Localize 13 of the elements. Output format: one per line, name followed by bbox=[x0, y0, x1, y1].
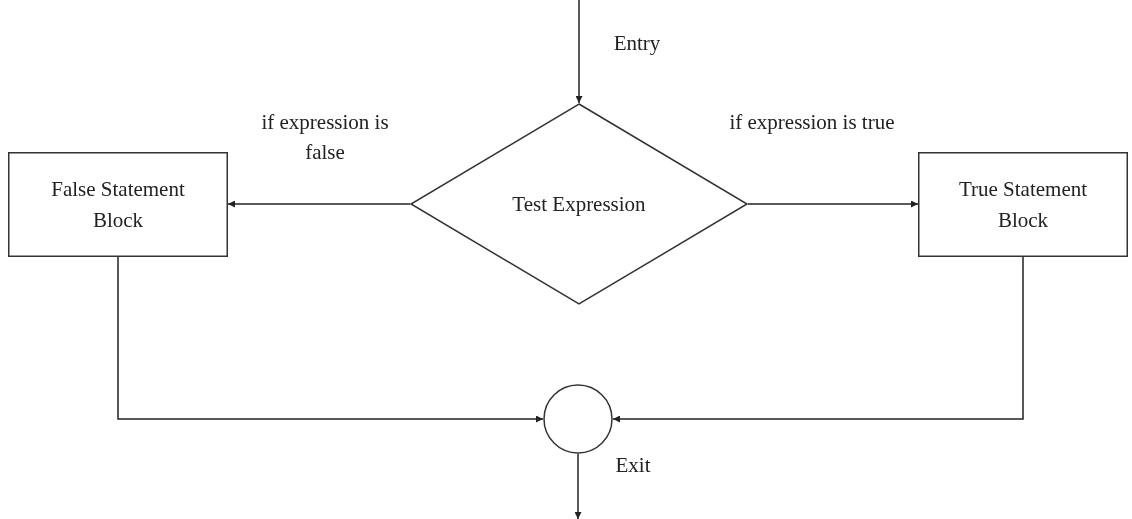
node-text: True Statement Block bbox=[957, 176, 1089, 234]
node-text: False Statement Block bbox=[50, 176, 186, 234]
node-text: Test Expression bbox=[512, 190, 646, 218]
edge-label: if expression is true bbox=[728, 109, 896, 136]
arrow bbox=[612, 256, 1024, 423]
arrow bbox=[747, 200, 919, 208]
edge-label: Entry bbox=[612, 30, 662, 57]
arrow bbox=[575, 0, 583, 104]
edge-label: Exit bbox=[614, 452, 652, 479]
edge-label: if expression is false bbox=[260, 109, 390, 167]
arrow bbox=[117, 256, 544, 423]
arrow bbox=[227, 200, 411, 208]
arrow bbox=[574, 453, 582, 519]
